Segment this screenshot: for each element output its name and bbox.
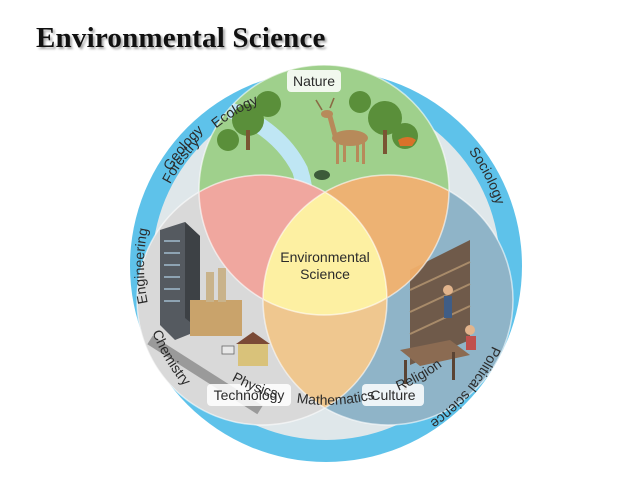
center-overlap bbox=[263, 175, 387, 315]
culture-label: Culture bbox=[370, 387, 415, 403]
ring-label-engineering: Engineering bbox=[131, 226, 151, 305]
center-label-line1: Environmental bbox=[280, 249, 370, 265]
center-label-line2: Science bbox=[300, 266, 350, 282]
slide-title: Environmental Science bbox=[36, 22, 326, 54]
technology-label: Technology bbox=[214, 387, 285, 403]
nature-label: Nature bbox=[293, 73, 335, 89]
